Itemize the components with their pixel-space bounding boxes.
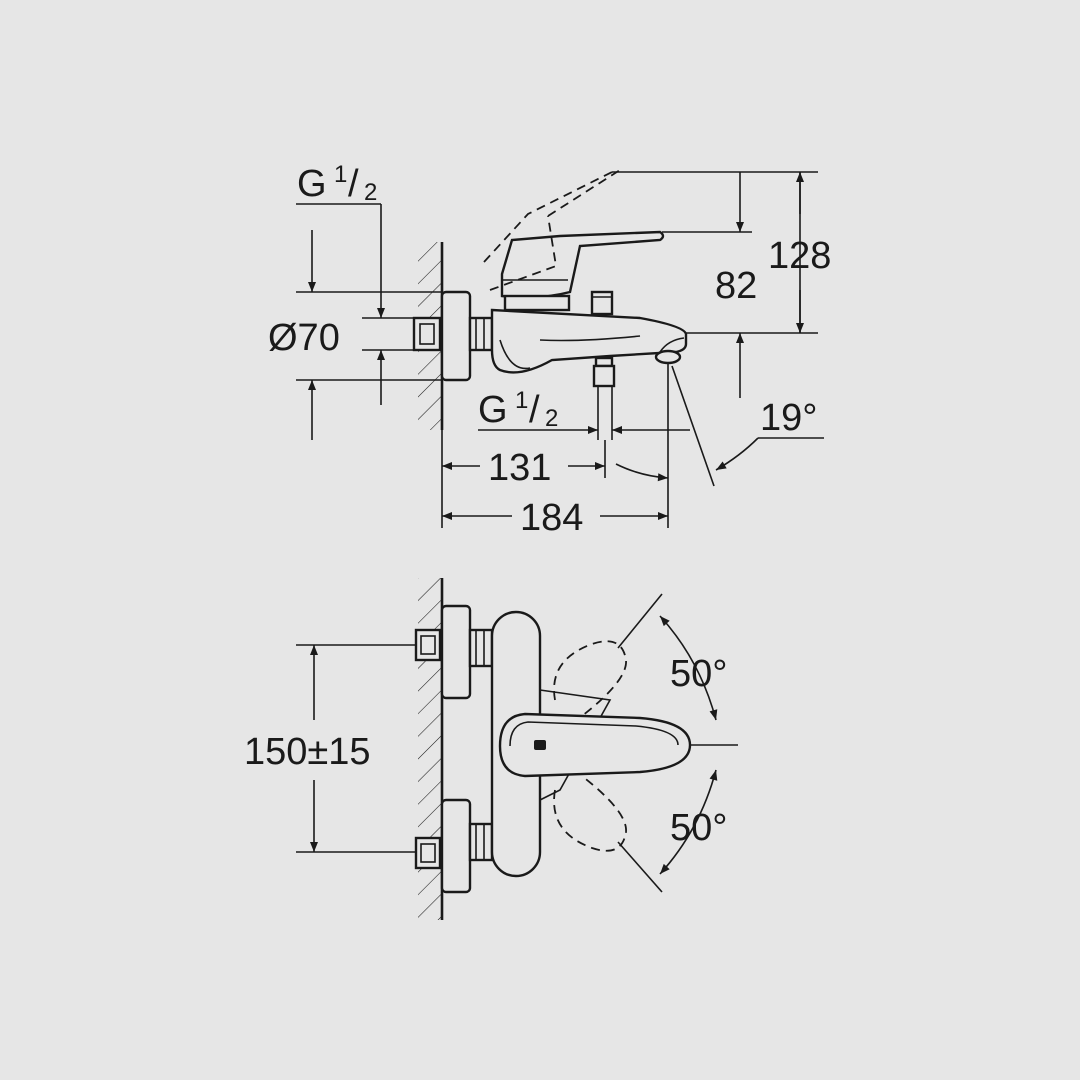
outlet-thread-dimension: G 1 / 2	[478, 387, 690, 434]
lever-front-right-position	[553, 775, 627, 852]
lever-angle-dimensions: 50° 50°	[617, 593, 727, 893]
spout-projection-dimension: 131	[441, 430, 606, 528]
lever-side-alt-position	[483, 169, 621, 291]
height-dimensions: 128 82	[612, 171, 831, 398]
upper-connector-front	[414, 604, 494, 700]
overall-depth-label: 184	[520, 497, 583, 539]
lever-front-left-position	[553, 640, 627, 717]
side-view: G 1 / 2 Ø70 128 82	[268, 161, 831, 539]
outlet-thread-major: G	[478, 389, 508, 431]
inlet-thread-dimension: G 1 / 2	[296, 161, 414, 405]
inlet-thread-num: 1	[334, 161, 347, 188]
centre-distance-dimension: 150±15	[244, 644, 416, 853]
outlet-thread-slash: /	[529, 389, 540, 431]
spout-angle-dimension: 19°	[615, 362, 824, 528]
spout-angle-label: 19°	[760, 397, 817, 439]
rosette-diameter-dimension: Ø70	[268, 230, 442, 440]
lever-angle-upper-label: 50°	[670, 653, 727, 695]
front-view: 50° 50° 150±15	[244, 578, 738, 920]
mixer-body-side	[490, 308, 688, 374]
inlet-thread-den: 2	[364, 179, 377, 206]
rosette-diameter-label: Ø70	[268, 317, 340, 359]
height-total-label: 128	[768, 235, 831, 277]
height-spout-label: 82	[715, 265, 757, 307]
overall-depth-dimension: 184	[442, 497, 668, 539]
spout-projection-label: 131	[488, 447, 551, 489]
lower-connector-front	[414, 798, 494, 894]
wall-connector-side	[412, 290, 494, 382]
diverter-button	[590, 290, 614, 316]
outlet-thread-den: 2	[545, 405, 558, 432]
lever-angle-lower-label: 50°	[670, 807, 727, 849]
centre-distance-label: 150±15	[244, 731, 371, 773]
lever-side	[500, 230, 665, 312]
lever-front	[498, 712, 692, 778]
outlet-thread-num: 1	[515, 387, 528, 414]
inlet-thread-major: G	[297, 163, 327, 205]
inlet-thread-slash: /	[348, 163, 359, 205]
lower-outlet	[592, 356, 616, 440]
